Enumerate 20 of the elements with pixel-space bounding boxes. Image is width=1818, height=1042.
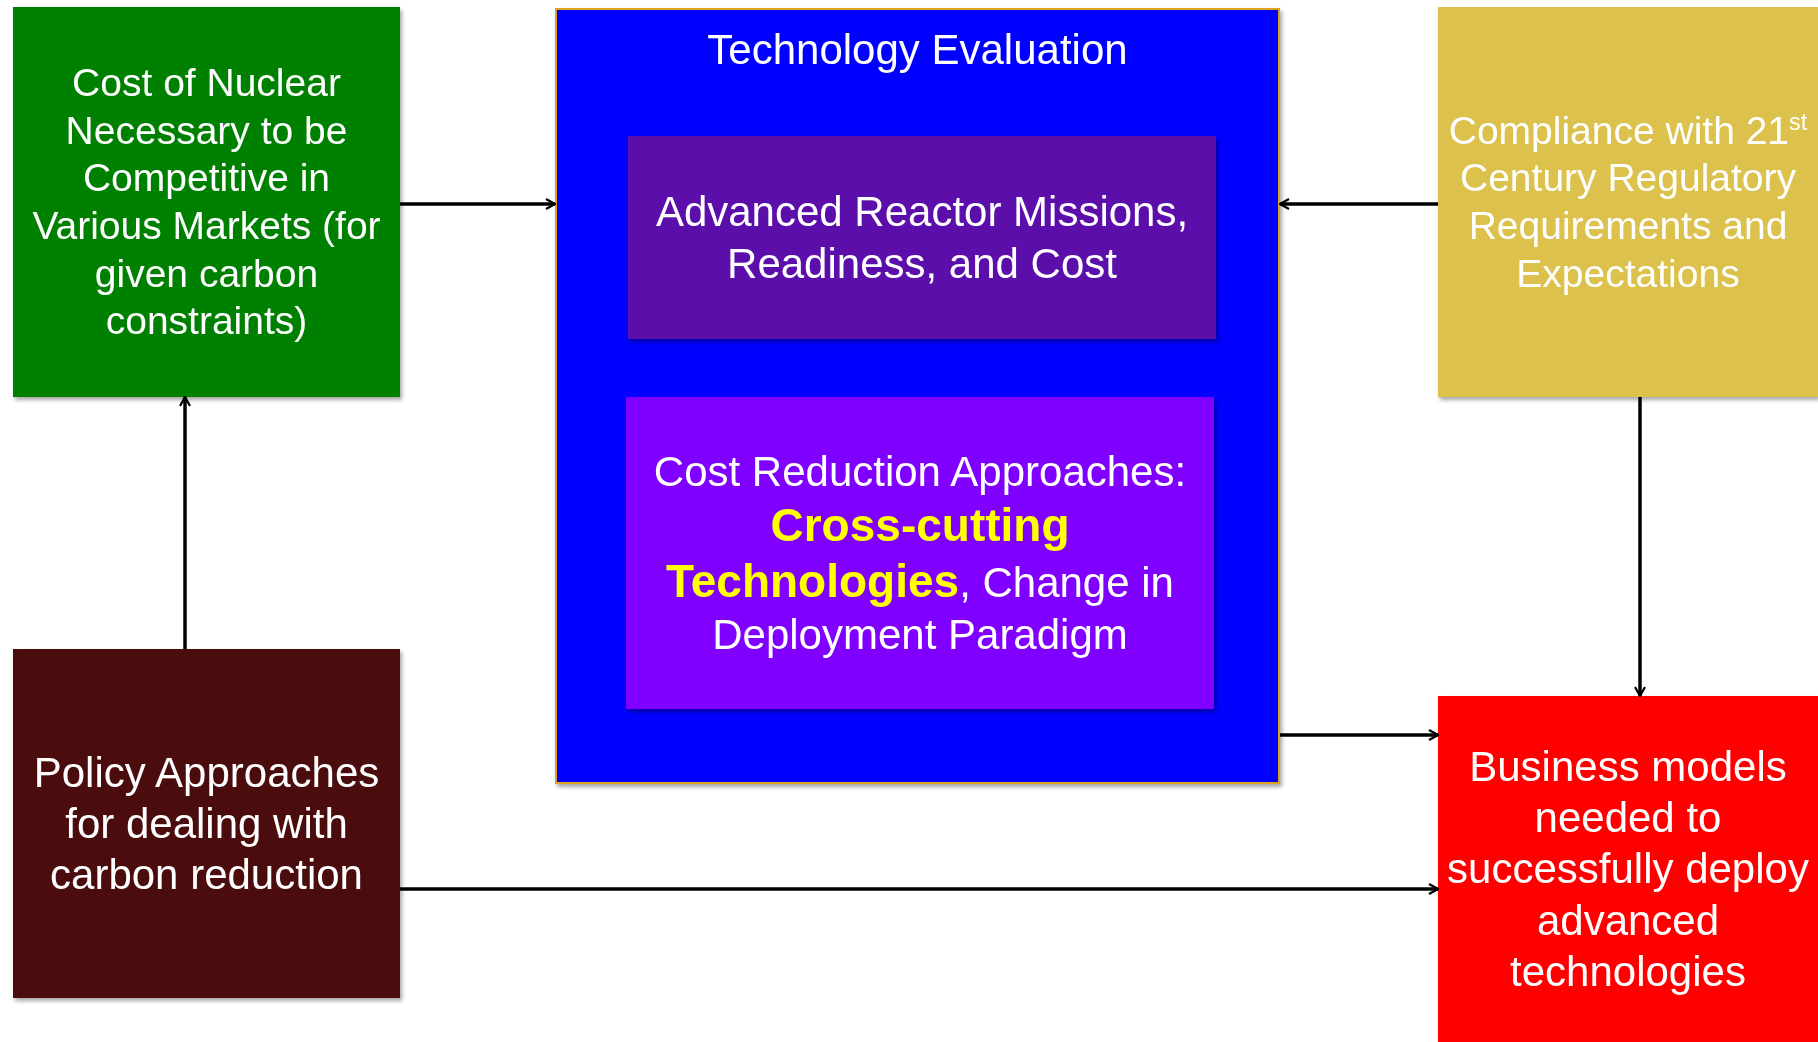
arrow — [1633, 397, 1647, 698]
arrow — [1278, 197, 1438, 211]
box-text: Policy Approaches for dealing with carbon reduction — [32, 747, 381, 901]
process-box — [555, 8, 1280, 784]
arrow — [1280, 728, 1440, 742]
process-box — [1438, 7, 1818, 397]
box-text: Cost of Nuclear Necessary to be Competitive in Various Markets (for given carbon constraints) — [31, 60, 382, 345]
box-heading: Technology Evaluation — [706, 25, 1129, 75]
arrow — [400, 197, 557, 211]
arrow — [178, 395, 192, 649]
box-text: Advanced Reactor Missions, Readiness, and Cost — [654, 187, 1190, 289]
process-box — [13, 7, 400, 397]
box-text: Business models needed to successfully deploy advanced technologies — [1446, 741, 1810, 997]
process-box — [1438, 696, 1818, 1042]
box-text: Compliance with 21$^{st}$ Century Regulatory Requirements and Expectations — [1447, 107, 1809, 297]
arrow — [400, 882, 1440, 896]
box-text: Cost Reduction Approaches: Cross-cutting Technologies, Change in Deployment Paradigm — [652, 446, 1188, 661]
inner-box — [628, 136, 1216, 339]
inner-box — [626, 397, 1214, 709]
process-box — [13, 649, 400, 998]
